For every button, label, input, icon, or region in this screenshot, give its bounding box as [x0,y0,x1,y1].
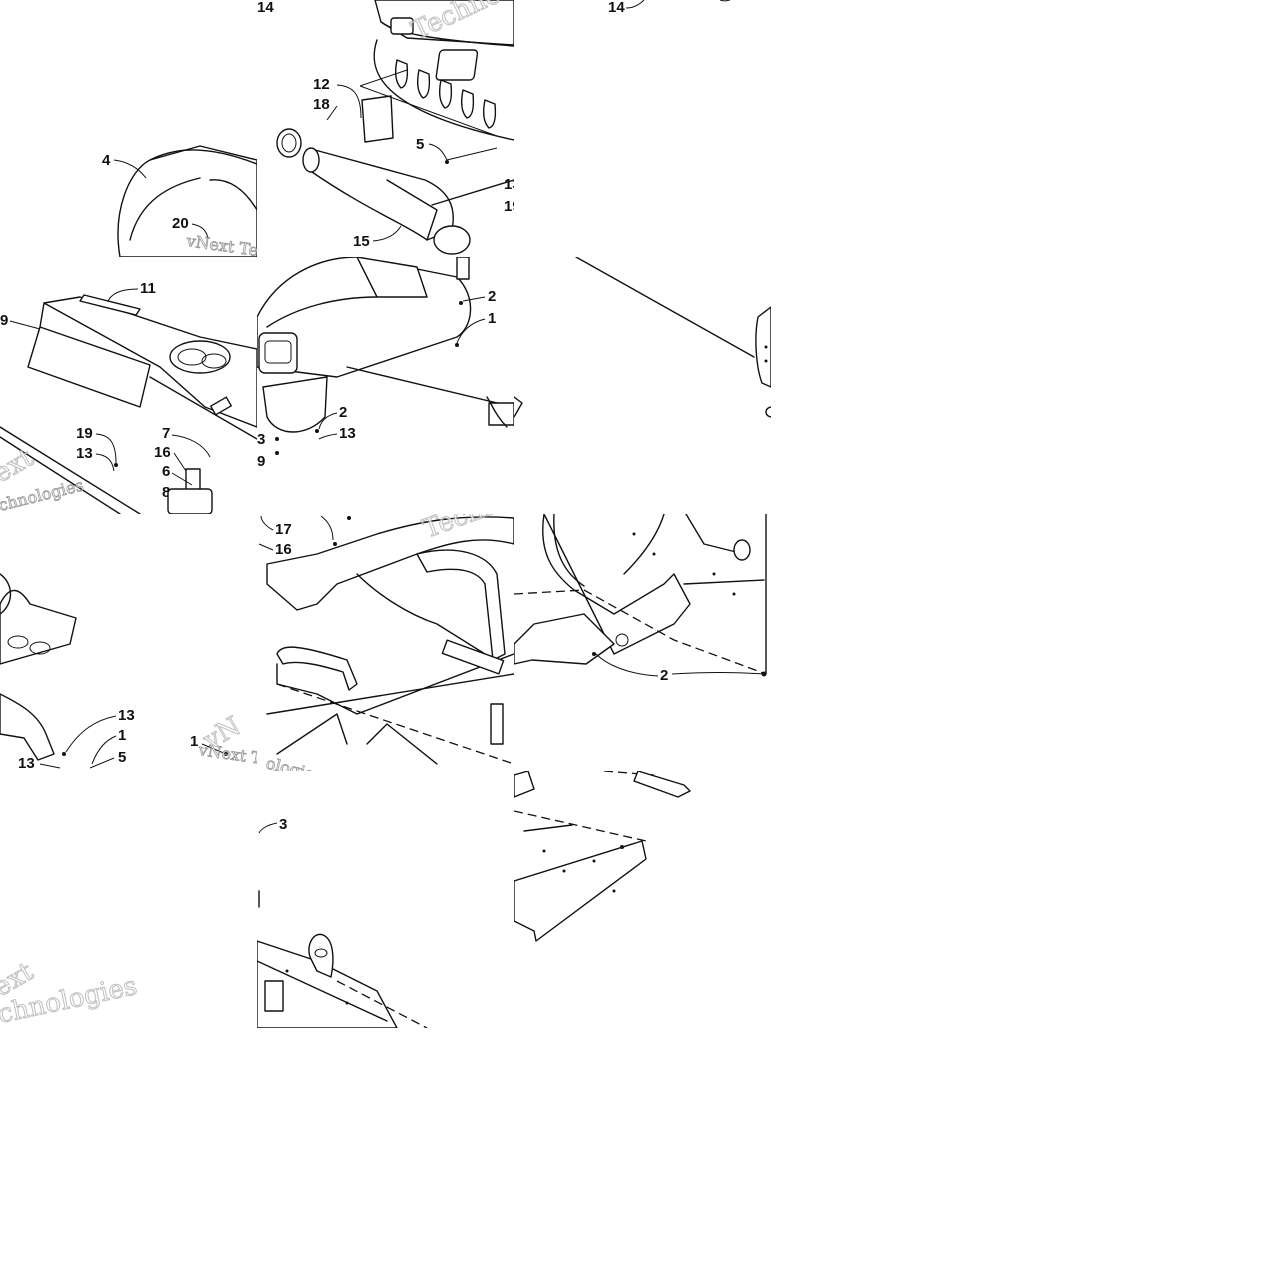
svg-text:11: 11 [140,280,156,297]
tile-bumper: 13 1 5 13 1 vN vNext Te [0,514,257,771]
tile-callout-14: 14 [514,0,771,30]
tile-front-frame: 3 [257,771,514,1028]
svg-text:4: 4 [102,152,111,169]
svg-text:19: 19 [504,198,514,215]
svg-text:16: 16 [154,444,171,461]
tile-tail-light-bar: 12 18 5 15 13 19 14 Techno [257,0,514,257]
svg-text:15: 15 [353,233,370,250]
svg-text:13: 13 [118,707,135,724]
svg-text:5: 5 [118,749,126,766]
tile-front-rack: 11 9 19 13 7 16 6 8 ext chnologies [0,257,257,514]
tile-rear-fender: 2 1 10 2 13 3 9 2 13 [257,257,514,514]
tile-rear-fender-frame: 17 16 Techn ologies [257,514,514,771]
svg-text:6: 6 [162,463,170,480]
svg-text:vNext Te: vNext Te [196,740,257,769]
svg-text:13: 13 [76,445,93,462]
svg-text:13: 13 [339,425,356,442]
svg-text:2: 2 [660,667,668,684]
svg-text:20: 20 [172,215,189,232]
svg-text:12: 12 [313,76,330,93]
tile-floor-panel [514,771,771,1028]
svg-text:5: 5 [416,136,424,153]
svg-text:14: 14 [608,0,625,16]
svg-text:2: 2 [488,288,496,305]
svg-text:14: 14 [257,0,274,16]
svg-text:9: 9 [0,312,8,329]
svg-text:13: 13 [504,176,514,193]
svg-text:ologies: ologies [264,753,324,771]
svg-text:1: 1 [488,310,496,327]
svg-text:17: 17 [275,521,292,538]
tile-frame-edge [514,257,771,514]
svg-text:3: 3 [257,431,265,448]
tile-frame-bracket: 2 [514,514,771,771]
svg-text:ext: ext [0,443,39,490]
svg-text:9: 9 [257,453,265,470]
svg-text:18: 18 [313,96,330,113]
svg-text:13: 13 [18,755,35,771]
svg-text:1: 1 [118,727,126,744]
svg-text:16: 16 [275,541,292,558]
tile-hood-corner: 4 20 vNext Te [0,60,257,257]
svg-text:1: 1 [190,733,198,750]
svg-text:3: 3 [279,816,287,833]
svg-text:8: 8 [162,484,170,501]
tile-watermark-bottom: ext chnologies [0,771,257,1028]
svg-text:2: 2 [339,404,347,421]
svg-text:19: 19 [76,425,93,442]
svg-text:7: 7 [162,425,170,442]
